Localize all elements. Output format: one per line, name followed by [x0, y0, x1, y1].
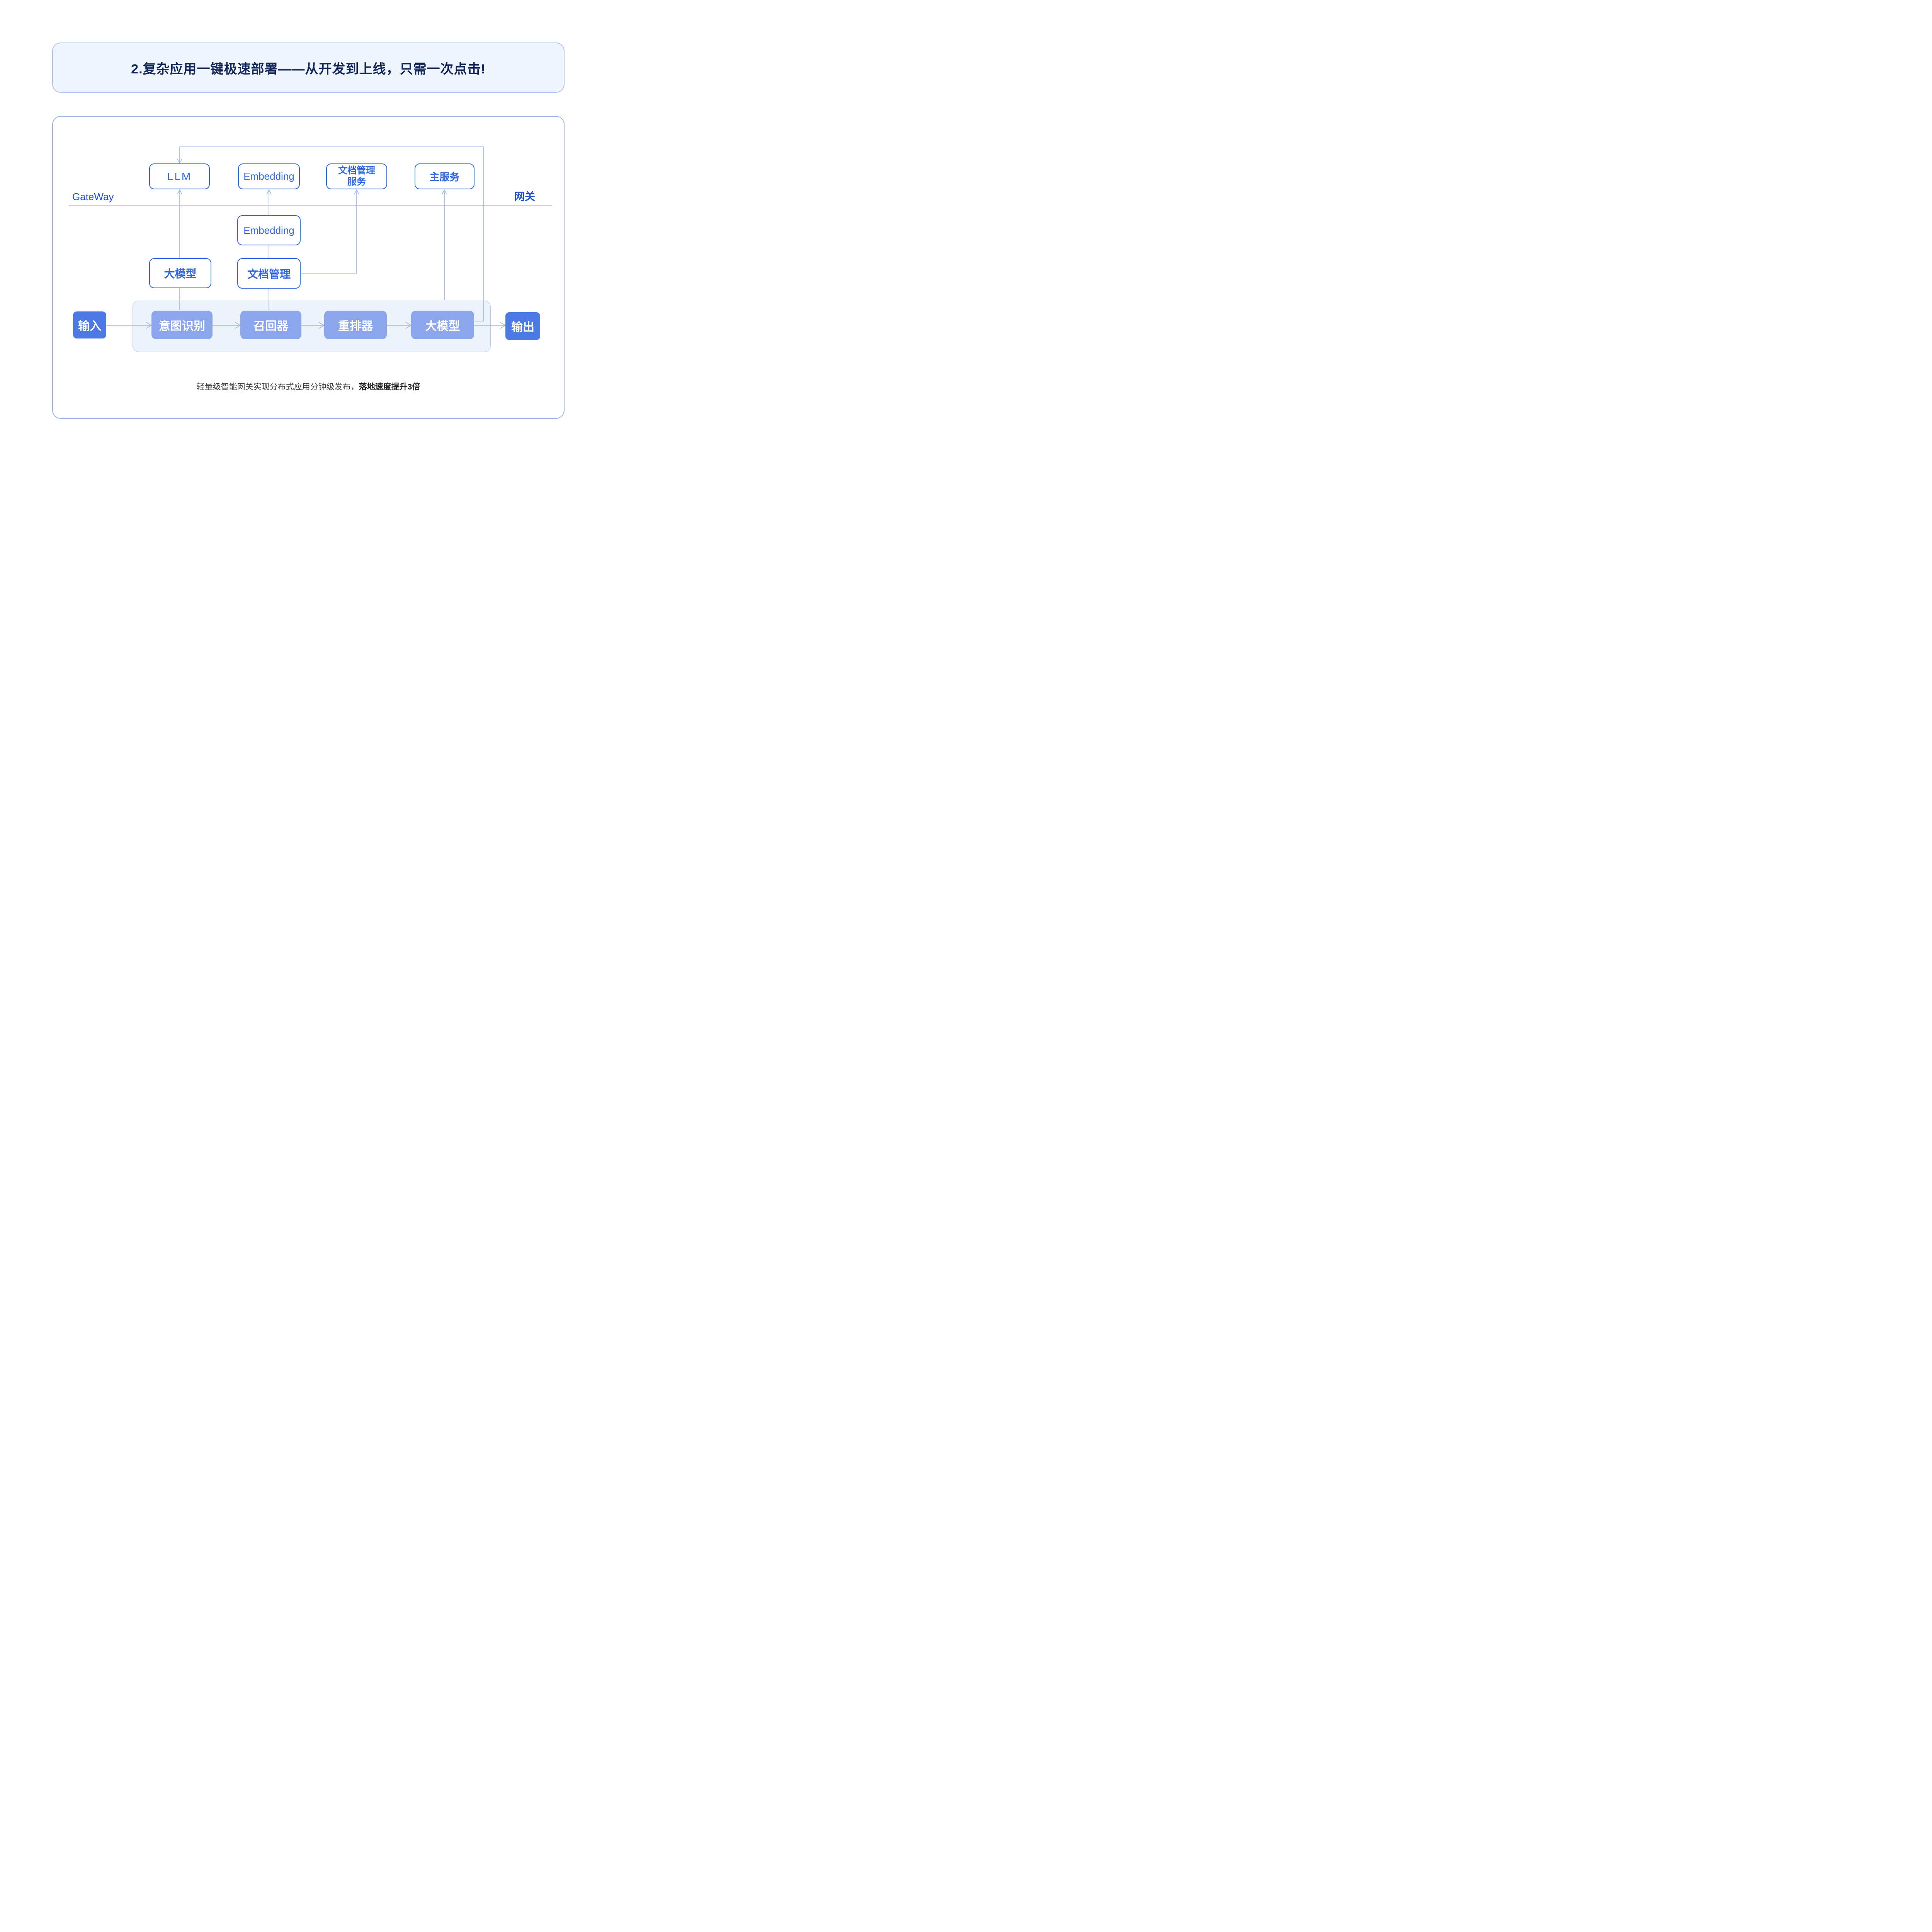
- node-intent-recognition: 意图识别: [151, 311, 213, 339]
- node-large-model-pipeline: 大模型: [411, 311, 474, 339]
- slide-canvas: 2.复杂应用一键极速部署——从开发到上线，只需一次点击!: [0, 0, 618, 451]
- node-main-service: 主服务: [415, 163, 474, 189]
- page-title: 2.复杂应用一键极速部署——从开发到上线，只需一次点击!: [131, 61, 486, 77]
- node-doc-management-service: 文档管理服务: [326, 163, 387, 189]
- node-input: 输入: [73, 311, 106, 338]
- gateway-label-zh: 网关: [514, 191, 535, 202]
- caption: 轻量级智能网关实现分布式应用分钟级发布，落地速度提升3倍: [52, 381, 565, 392]
- caption-regular: 轻量级智能网关实现分布式应用分钟级发布，: [196, 383, 359, 391]
- node-embedding: Embedding: [237, 215, 301, 245]
- caption-bold: 落地速度提升3倍: [359, 383, 420, 391]
- node-embedding-service: Embedding: [238, 163, 300, 189]
- diagram-panel: [52, 116, 565, 419]
- node-large-model-middle: 大模型: [149, 258, 211, 288]
- title-banner: 2.复杂应用一键极速部署——从开发到上线，只需一次点击!: [52, 43, 565, 93]
- node-doc-management: 文档管理: [237, 258, 301, 289]
- node-output: 输出: [505, 312, 540, 340]
- gateway-label-en: GateWay: [72, 191, 114, 202]
- node-reranker: 重排器: [324, 311, 387, 339]
- node-recaller: 召回器: [240, 311, 301, 339]
- node-llm-service: LLM: [149, 163, 210, 189]
